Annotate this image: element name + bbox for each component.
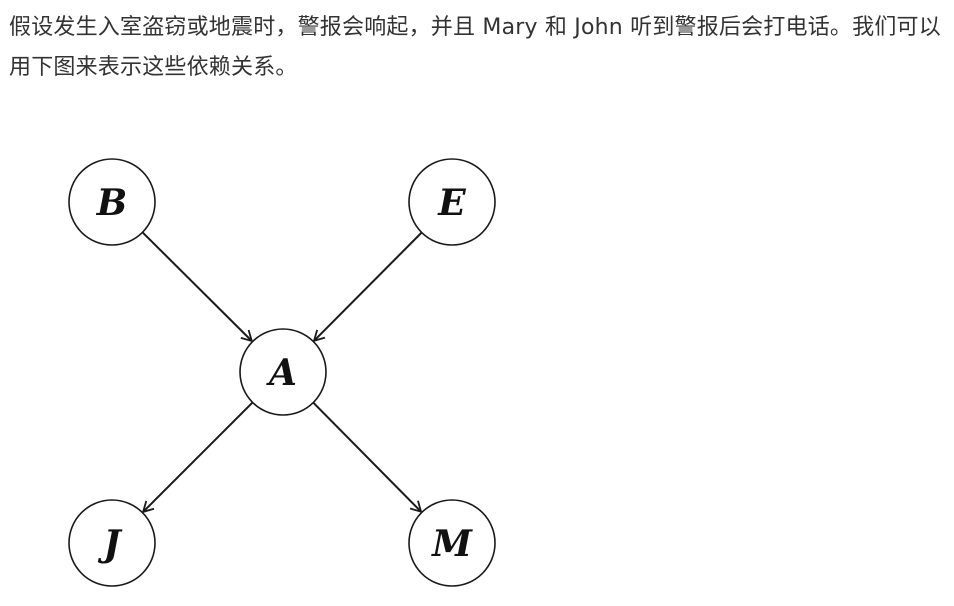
node-M-circle (408, 499, 496, 587)
node-M: M (408, 499, 496, 587)
node-E-label: E (437, 182, 466, 224)
edge-b-to-a (141, 231, 254, 343)
intro-paragraph: 假设发生入室盗窃或地震时，警报会响起，并且 Mary 和 John 听到警报后会… (9, 15, 941, 80)
node-M-label: M (430, 523, 473, 565)
edges-group (141, 231, 423, 514)
node-B: B (68, 158, 156, 246)
node-E-circle (408, 158, 496, 246)
edge-e-to-a (312, 231, 423, 343)
node-A: A (239, 328, 327, 416)
node-A-circle (239, 328, 327, 416)
edge-a-to-m (312, 401, 423, 514)
edge-a-to-j (141, 401, 254, 514)
node-A-label: A (266, 352, 297, 394)
node-E: E (408, 158, 496, 246)
node-J-circle (68, 499, 156, 587)
node-B-circle (68, 158, 156, 246)
node-J: J (68, 499, 156, 587)
node-B-label: B (96, 182, 127, 224)
